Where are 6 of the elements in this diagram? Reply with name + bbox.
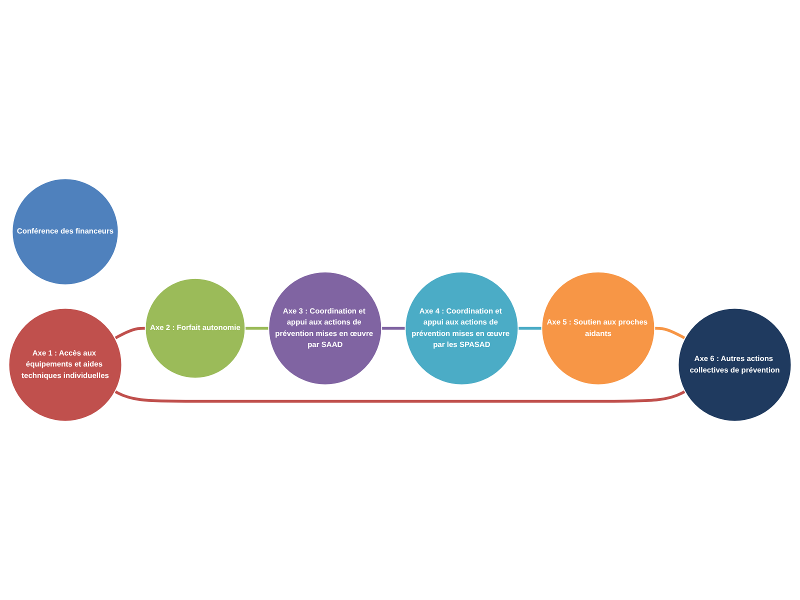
- connector: [245, 326, 269, 330]
- connector: [518, 326, 542, 330]
- connector: [382, 326, 406, 330]
- connector: [654, 326, 686, 340]
- connector: [114, 326, 146, 340]
- connector: [114, 390, 686, 403]
